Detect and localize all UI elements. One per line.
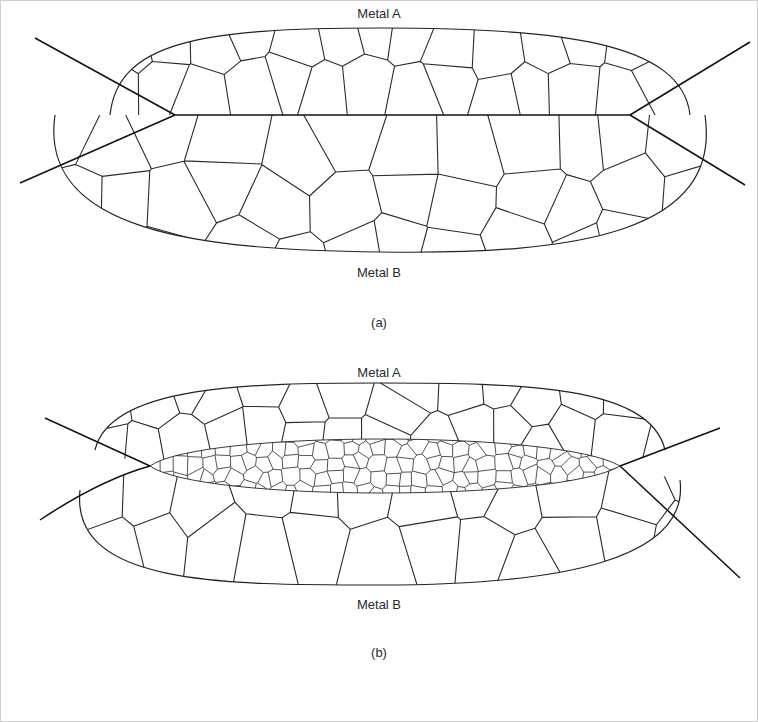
region-outlines	[54, 28, 707, 585]
grain-envelope	[54, 115, 707, 252]
grain-envelope	[110, 28, 690, 115]
grain-envelope	[80, 480, 681, 585]
panel-label: (b)	[369, 645, 389, 660]
panel-label: (a)	[369, 315, 389, 330]
bevel-line	[35, 38, 175, 115]
bevel-line	[20, 115, 175, 183]
fine-grain-band	[150, 439, 620, 493]
metal-label: Metal A	[355, 365, 402, 380]
grain-envelope	[95, 383, 665, 450]
fusion-line	[175, 114, 630, 116]
bevel-line	[40, 466, 150, 520]
metal-label: Metal A	[355, 6, 402, 21]
grain-boundaries	[40, 22, 720, 592]
grain-boundary	[40, 115, 720, 258]
bevel-line	[45, 418, 150, 466]
grain-boundary	[85, 378, 675, 466]
bevel-line	[630, 115, 745, 185]
grain-boundary	[70, 466, 695, 592]
joint-lines	[20, 38, 750, 578]
grain-boundary	[145, 428, 625, 504]
bevel-line	[620, 428, 720, 466]
bevel-line	[620, 466, 740, 578]
grain-boundary	[100, 22, 700, 115]
metal-label: Metal B	[355, 597, 403, 612]
metal-label: Metal B	[355, 265, 403, 280]
bevel-line	[630, 42, 750, 115]
